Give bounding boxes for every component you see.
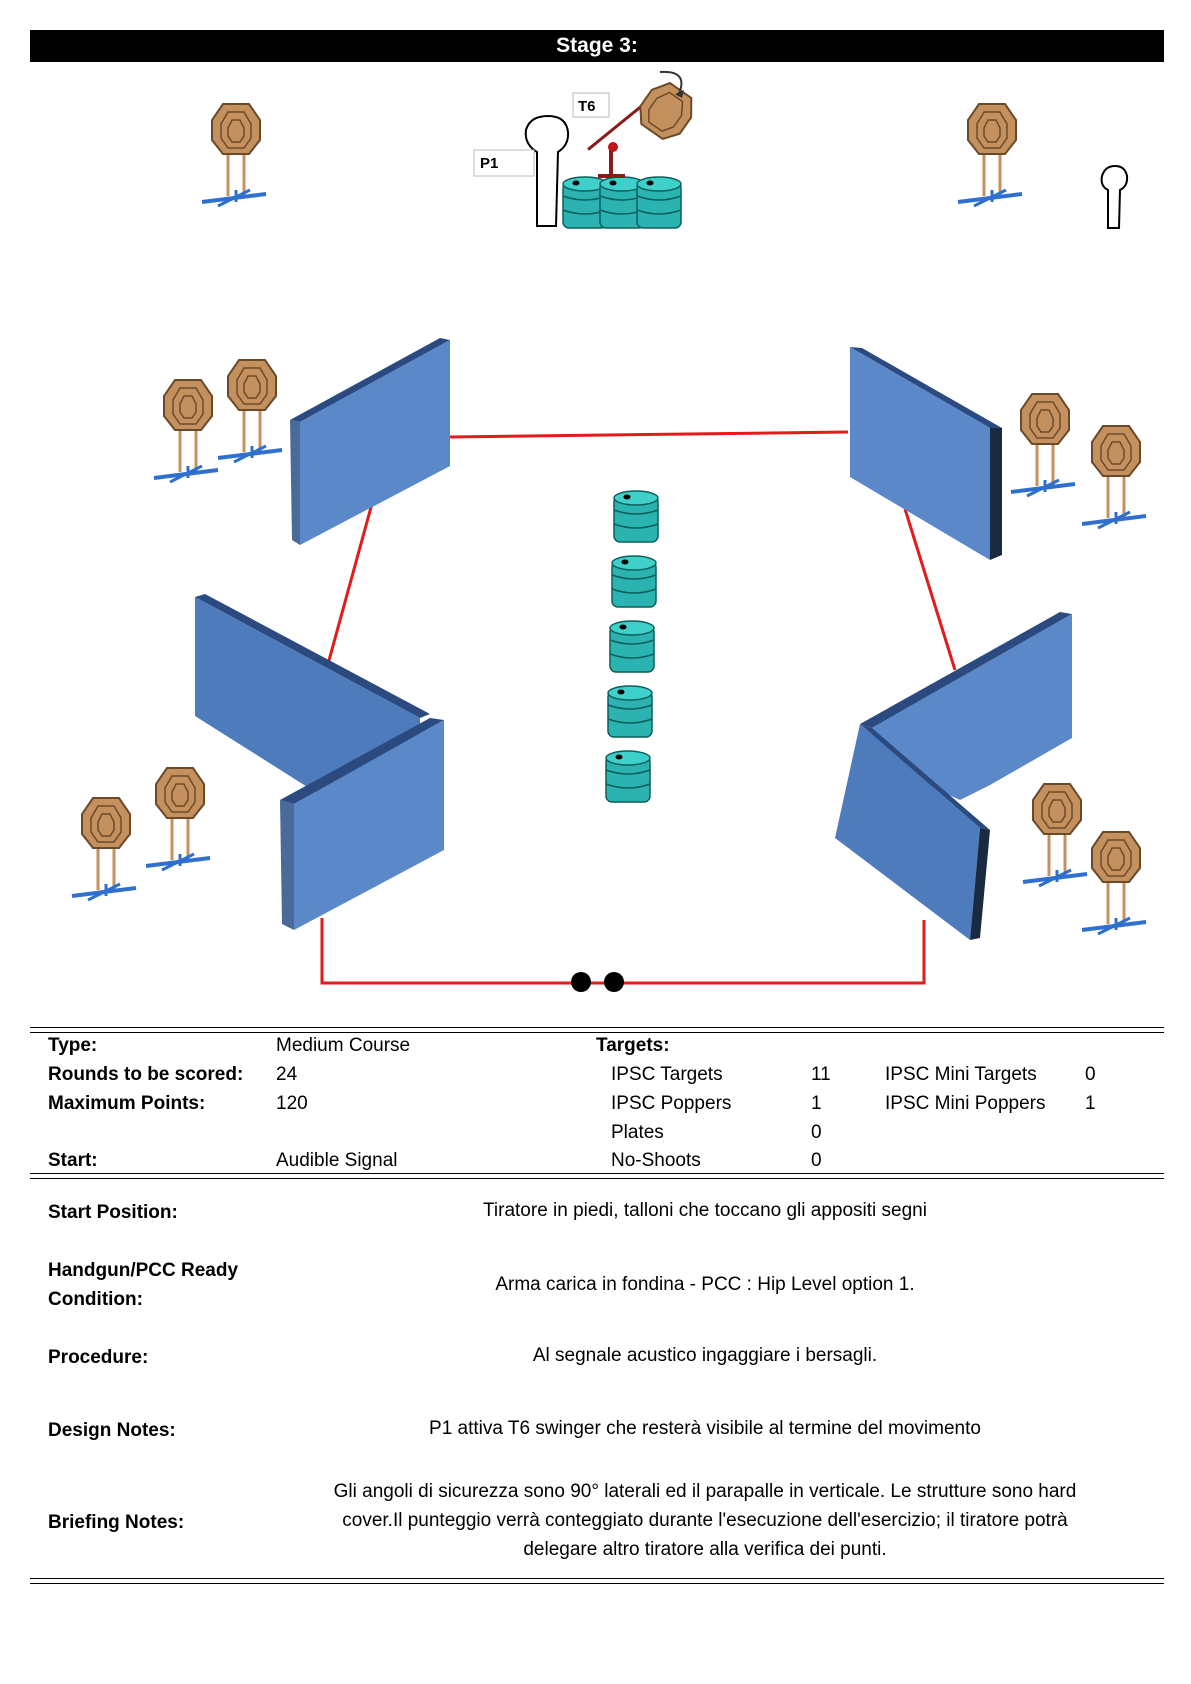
briefing-notes-text: Gli angoli di sicurezza sono 90° lateral…	[333, 1481, 1077, 1560]
rounds-label: Rounds to be scored:	[48, 1064, 244, 1085]
target-name: Plates	[611, 1122, 664, 1143]
design-notes-text: P1 attiva T6 swinger che resterà visibil…	[429, 1418, 981, 1439]
barrel-column	[605, 490, 659, 803]
ipsc-target	[216, 358, 284, 464]
ready-condition-text: Arma carica in fondina - PCC : Hip Level…	[495, 1274, 915, 1295]
mini-target-count: 0	[1085, 1064, 1096, 1085]
ipsc-target	[1080, 424, 1148, 530]
target-count: 0	[811, 1122, 822, 1143]
label-p1: P1	[473, 149, 535, 177]
divider	[30, 1027, 1164, 1033]
stage-title-bar: Stage 3:	[30, 30, 1164, 62]
barrel-group	[562, 176, 682, 229]
svg-text:T6: T6	[578, 98, 596, 115]
procedure-label: Procedure:	[48, 1347, 149, 1368]
rounds-value: 24	[276, 1064, 298, 1085]
target-count: 1	[811, 1093, 822, 1114]
stage-title: Stage 3:	[556, 34, 638, 57]
ipsc-target	[152, 378, 220, 484]
start-position-marker	[604, 972, 624, 992]
label-t6: T6	[572, 92, 610, 118]
type-value: Medium Course	[276, 1035, 411, 1056]
ipsc-target	[1080, 830, 1148, 936]
wall-upper-right	[850, 347, 1002, 560]
maxpoints-label: Maximum Points:	[48, 1093, 206, 1114]
start-position-label: Start Position:	[48, 1202, 178, 1223]
wall-lower-right	[835, 612, 1072, 940]
ready-condition-label: Handgun/PCC Ready Condition:	[48, 1260, 239, 1310]
ipsc-target	[956, 102, 1024, 208]
ipsc-target	[1009, 392, 1077, 498]
ipsc-target	[1021, 782, 1089, 888]
start-value: Audible Signal	[276, 1150, 398, 1171]
divider	[30, 1173, 1164, 1179]
briefing-notes-label: Briefing Notes:	[48, 1512, 185, 1533]
target-name: No-Shoots	[611, 1150, 701, 1171]
mini-target-name: IPSC Mini Poppers	[885, 1093, 1046, 1114]
start-label: Start:	[48, 1150, 98, 1171]
start-position-text: Tiratore in piedi, talloni che toccano g…	[483, 1200, 927, 1221]
divider	[30, 1578, 1164, 1584]
mini-popper	[1100, 164, 1129, 229]
ipsc-target	[200, 102, 268, 208]
popper-p1	[524, 114, 570, 227]
procedure-text: Al segnale acustico ingaggiare i bersagl…	[532, 1345, 878, 1366]
wall-upper-left	[290, 338, 450, 545]
target-name: IPSC Poppers	[611, 1093, 732, 1114]
mini-target-count: 1	[1085, 1093, 1096, 1114]
ipsc-target	[70, 796, 138, 902]
targets-label: Targets:	[596, 1035, 670, 1056]
svg-text:P1: P1	[480, 155, 498, 172]
maxpoints-value: 120	[276, 1093, 308, 1114]
swinger-target	[587, 70, 693, 178]
design-notes-label: Design Notes:	[48, 1420, 176, 1441]
target-name: IPSC Targets	[611, 1064, 723, 1085]
target-count: 0	[811, 1150, 822, 1171]
type-label: Type:	[48, 1035, 98, 1056]
start-position-marker	[571, 972, 591, 992]
wall-lower-left	[195, 594, 444, 930]
mini-target-name: IPSC Mini Targets	[885, 1064, 1037, 1085]
target-count: 11	[811, 1064, 831, 1085]
stage-diagram: P1 T6	[70, 70, 1148, 992]
ipsc-target	[144, 766, 212, 872]
